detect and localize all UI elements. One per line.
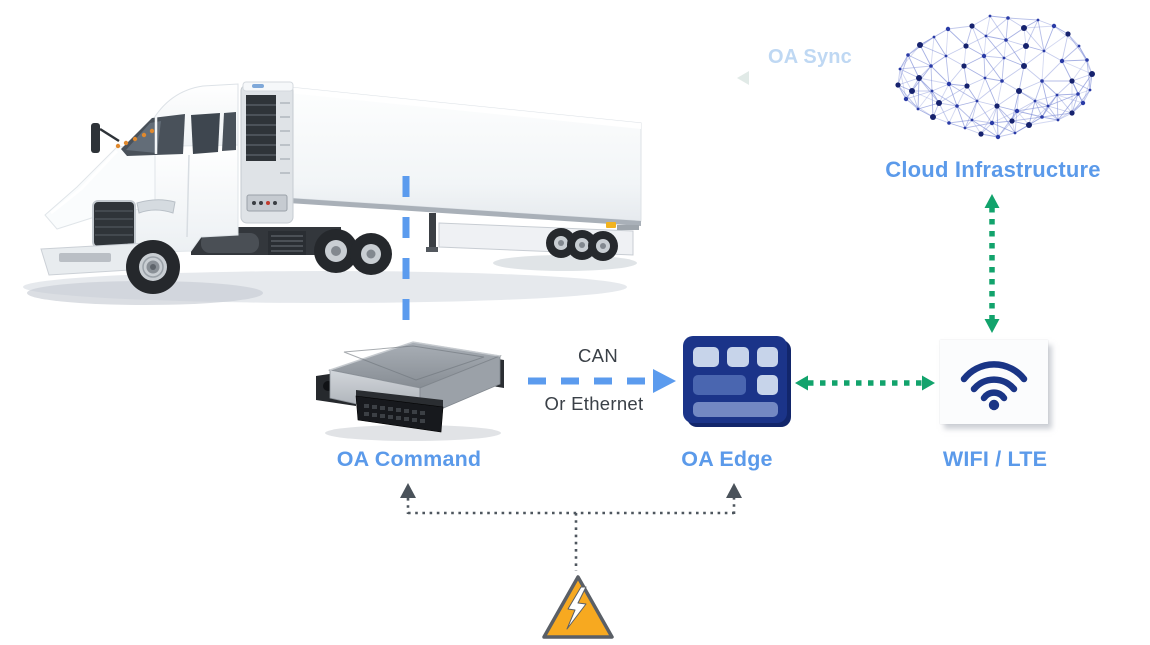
wifi-card <box>940 340 1048 424</box>
lightning-bolt-icon <box>566 586 587 630</box>
tractor-cab <box>40 83 239 294</box>
reefer-unit <box>240 81 294 224</box>
oa-command-label: OA Command <box>336 447 482 471</box>
oa-sync-link <box>737 71 884 85</box>
arrowhead-down-icon <box>984 319 1000 333</box>
trailer <box>240 81 642 261</box>
wifi-lte-label: WIFI / LTE <box>942 447 1048 471</box>
edge-wifi-link <box>795 375 935 391</box>
tractor-chassis <box>191 227 392 275</box>
oa-edge-label: OA Edge <box>681 447 773 471</box>
cloud-label: Cloud Infrastructure <box>885 157 1101 182</box>
high-voltage-warning-icon <box>542 575 614 639</box>
roof-marker-lights <box>115 128 155 149</box>
wifi-icon <box>960 361 1028 411</box>
semi-truck-trailer-image <box>23 81 642 305</box>
can-label: CAN <box>578 345 618 366</box>
ecu-main-connector <box>355 390 444 433</box>
arrowhead-right-icon <box>653 369 676 393</box>
edge-gateway-icon <box>683 336 791 427</box>
wifi-cloud-link <box>984 194 1000 333</box>
headlight <box>136 199 176 214</box>
power-feed-link <box>400 483 742 571</box>
ecu-controller-image <box>316 341 504 441</box>
side-mirror <box>91 123 100 153</box>
arrowhead-up-icon <box>400 483 416 498</box>
arrowhead-up-icon <box>726 483 742 498</box>
arrowhead-left-icon <box>737 71 749 85</box>
ethernet-label: Or Ethernet <box>544 393 644 414</box>
arrowhead-up-icon <box>984 194 1000 208</box>
can-ethernet-link <box>528 369 676 393</box>
arrowhead-left-icon <box>795 375 808 391</box>
trailer-wheels <box>546 228 618 261</box>
network-cloud-icon <box>895 14 1095 140</box>
arrowhead-right-icon <box>922 375 935 391</box>
oa-sync-label: OA Sync <box>767 46 853 68</box>
